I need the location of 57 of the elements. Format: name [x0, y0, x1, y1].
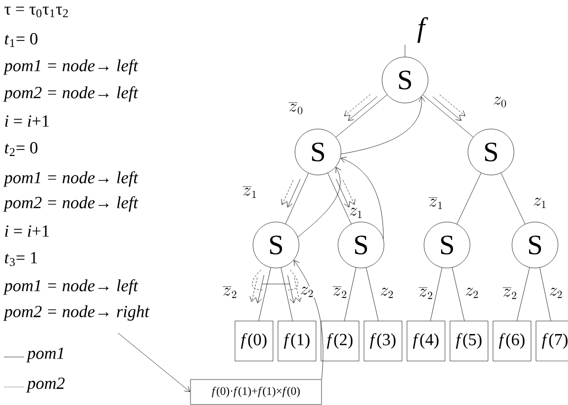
- leaf-box: f(6): [492, 320, 532, 362]
- leaf-box: f(0): [234, 320, 274, 362]
- code-line: i = i+1: [5, 115, 49, 127]
- edge-label: $\overline{z}_1$: [428, 198, 442, 210]
- edge-label: $z_2$: [380, 288, 393, 298]
- code-line: pom2 = node→ left: [3, 196, 138, 212]
- leaf-box: f(4): [406, 320, 446, 362]
- tree-line: [452, 267, 465, 321]
- edge-label: $z_2$: [300, 286, 313, 298]
- tree-line: [366, 267, 379, 321]
- leaf-box: f(3): [364, 320, 402, 362]
- edge-label: $\overline{z}_2$: [222, 286, 236, 298]
- edge-label: $\overline{z}_2$: [332, 286, 346, 298]
- code-line: t$_{3}$= 1: [4, 252, 38, 266]
- leaf-box: f(5): [450, 320, 488, 362]
- code-line: pom1 = node→ left: [3, 279, 138, 295]
- tree-line: [456, 172, 482, 224]
- tree-line: [540, 268, 551, 321]
- legend-label: pom1: [26, 348, 64, 362]
- code-line: pom2 = node→ left: [3, 86, 138, 102]
- arrow: [118, 332, 190, 392]
- edge-label: $\overline{z}_2$: [502, 288, 516, 300]
- edge-label: $z_1$: [534, 198, 546, 208]
- tree-line: [285, 172, 309, 224]
- tree-line: [328, 172, 352, 224]
- curved-arrow: [298, 167, 342, 238]
- code-line: i = i+1: [5, 225, 49, 237]
- edge-label: $\overline{z}_1$: [242, 186, 256, 198]
- leaf-box: f(2): [320, 320, 360, 362]
- output-label: f: [417, 17, 428, 43]
- result-box: f(0)·f(1)+f(1)×f(0): [190, 379, 322, 405]
- edge-label: $z_2$: [466, 288, 478, 298]
- edge-label: $z_0$: [494, 96, 506, 108]
- leaf-box: f(7): [536, 320, 568, 362]
- tree-line: [500, 172, 526, 224]
- code-line: pom2 = node→ right: [3, 305, 150, 321]
- leaf-box: f(1): [278, 320, 316, 362]
- edge-label: $\overline{z}_0$: [288, 102, 302, 114]
- tree-line: [516, 267, 530, 321]
- code-line: t$_{1}$= 0: [4, 33, 38, 47]
- tree-line: [344, 267, 356, 321]
- code-line: pom1 = node→ left: [3, 59, 138, 75]
- code-line: τ = τ$_{0}$τ$_{1}$τ$_{2}$: [4, 6, 68, 18]
- tree-line: [336, 94, 388, 138]
- edge-label: $\overline{z}_2$: [418, 288, 432, 300]
- tree-line: [422, 94, 474, 138]
- curved-arrow: [294, 260, 324, 380]
- tree-line: [258, 267, 272, 321]
- legend-label: pom2: [26, 378, 65, 392]
- curved-arrow: [340, 156, 384, 240]
- curved-arrow: [340, 96, 426, 154]
- edge-label: $z_1$: [350, 208, 362, 218]
- edge-label: $z_2$: [550, 288, 562, 298]
- code-line: t$_{2}$= 0: [4, 142, 38, 156]
- code-line: pom1 = node→ left: [3, 171, 138, 187]
- tree-line: [430, 267, 442, 321]
- tree-line: [280, 267, 293, 321]
